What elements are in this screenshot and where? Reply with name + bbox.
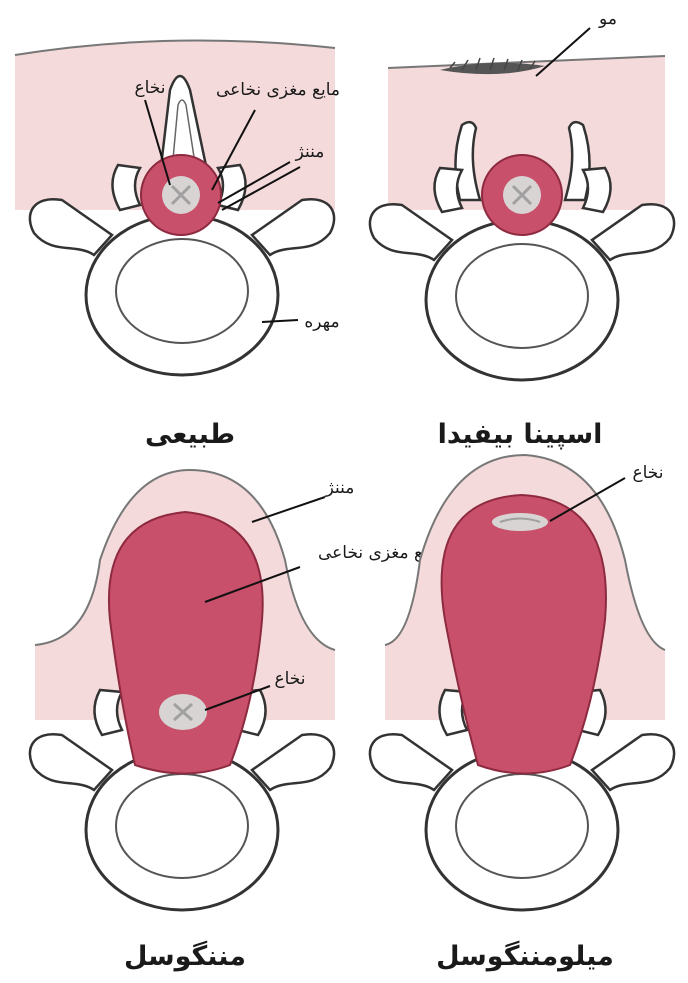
panel-myelomeningocele: نخاع میلومننگوسل [370,455,674,972]
label-spinal-cord: نخاع [134,78,165,98]
label-spinal-cord: نخاع [274,669,305,689]
panel-title-meningocele: مننگوسل [124,940,246,972]
panel-title-myelomeningocele: میلومننگوسل [436,940,614,972]
panel-title-spina-bifida: اسپینا بیفیدا [438,419,603,450]
label-meninges: مننژ [325,478,355,498]
panel-spina-bifida: مو اسپینا بیفیدا [370,9,674,450]
meninges-sac [442,495,606,774]
label-meninges: مننژ [295,142,325,162]
label-vertebra: مهره [304,312,339,332]
panel-meningocele: مننژ مایع مغزی نخاعی نخاع مننگوسل [30,470,442,972]
panel-normal: نخاع مایع مغزی نخاعی مننژ مهره طبیعی [15,40,340,450]
label-hair: مو [598,9,617,29]
meninges-sac [109,512,263,774]
label-csf: مایع مغزی نخاعی [216,80,340,100]
label-spinal-cord: نخاع [632,463,663,483]
panel-title-normal: طبیعی [145,419,235,450]
